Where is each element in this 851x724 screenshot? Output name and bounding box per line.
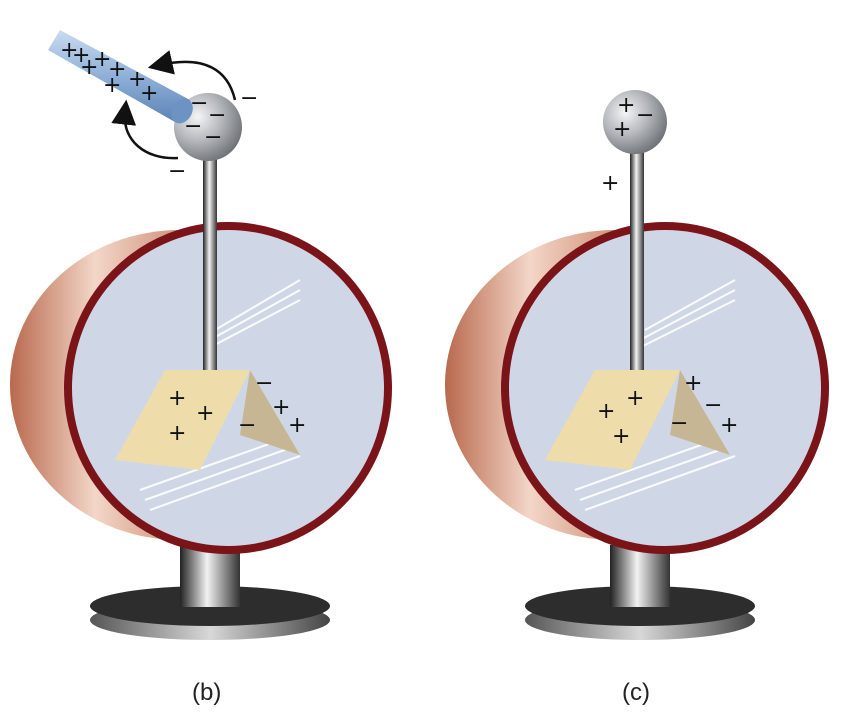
panel-c: + − + + + + + + − − + (c)	[445, 90, 829, 706]
rod-charge: +	[72, 43, 90, 68]
rod-charges: + + + + + + + +	[60, 38, 158, 106]
rod-charge: +	[60, 38, 78, 63]
outer-charge: −	[240, 86, 258, 111]
foil-charge: +	[597, 399, 615, 424]
foil-charge: +	[684, 371, 702, 396]
caption-b: (b)	[192, 679, 221, 706]
foil-charge: +	[288, 413, 306, 438]
electroscope-stem	[203, 150, 217, 375]
foil-charge: −	[238, 413, 256, 438]
base-stand	[90, 545, 330, 640]
rod-charge: +	[140, 81, 158, 106]
sphere-charge: −	[184, 114, 202, 139]
foil-right-charges: + − − +	[670, 371, 738, 438]
foil-leaves	[115, 370, 300, 470]
electroscope-stem	[630, 140, 644, 375]
foil-charge: −	[670, 411, 688, 436]
charged-rod-icon	[48, 30, 193, 124]
rod-charge: +	[108, 57, 126, 82]
foil-charge: −	[704, 393, 722, 418]
foil-charge: +	[168, 421, 186, 446]
glass-reflection	[139, 279, 301, 511]
curved-arrow-icon	[111, 99, 179, 160]
foil-right-charges: − + − +	[238, 371, 306, 438]
sphere-charges: − − − −	[184, 91, 226, 150]
curved-arrow-icon	[147, 50, 237, 101]
electroscope-sphere	[603, 90, 667, 154]
outer-charge: −	[168, 159, 186, 184]
sphere-charges: + − +	[613, 93, 654, 142]
sphere-charge: −	[190, 91, 208, 116]
outer-charges: +	[601, 171, 619, 196]
foil-left-charges: + + +	[597, 386, 644, 449]
foil-leaves	[545, 370, 730, 470]
caption-c: (c)	[622, 679, 650, 706]
foil-charge: +	[168, 386, 186, 411]
foil-left-charges: + + +	[168, 386, 214, 446]
rod-charge: +	[103, 73, 121, 98]
rod-charge: +	[80, 55, 98, 80]
outer-charge: +	[601, 171, 619, 196]
foil-charge: +	[612, 424, 630, 449]
glass-reflection	[574, 279, 736, 511]
rod-charge: +	[128, 67, 146, 92]
foil-charge: +	[720, 413, 738, 438]
foil-charge: −	[255, 371, 273, 396]
sphere-charge: +	[613, 117, 631, 142]
outer-charges: − −	[168, 86, 258, 184]
base-stand	[525, 545, 755, 640]
sphere-charge: −	[204, 125, 222, 150]
rod-charge: +	[93, 47, 111, 72]
panel-b: + + + + + + + + − − − − − − + + + − + −	[10, 30, 392, 706]
sphere-charge: −	[208, 103, 226, 128]
foil-charge: +	[196, 401, 214, 426]
foil-charge: +	[272, 395, 290, 420]
foil-charge: +	[626, 386, 644, 411]
sphere-charge: +	[617, 93, 635, 118]
sphere-charge: −	[636, 103, 654, 128]
